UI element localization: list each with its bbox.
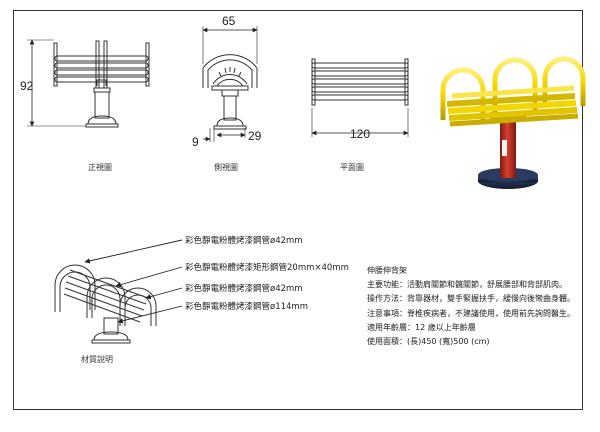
callout-label: 彩色靜電粉體烤漆鋼管ø42mm xyxy=(185,236,303,246)
callout-label: 彩色靜電粉體烤漆矩形鋼管20mm×40mm xyxy=(185,263,349,273)
spec-line: 操作方法：背靠器材，雙手緊握扶手，緩慢向後彎曲身體。 xyxy=(367,294,575,304)
front-view xyxy=(53,40,150,128)
dim-side-base: 29 xyxy=(248,129,262,143)
product-title: 伸腰伸背架 xyxy=(367,266,407,275)
perspective-view xyxy=(54,264,157,344)
plan-view xyxy=(311,58,409,106)
front-height-dimension: 92 xyxy=(20,39,86,127)
dim-side-offset: 9 xyxy=(192,135,199,149)
caption-front-view: 正視圖 xyxy=(88,163,112,172)
spec-line: 主要功能：活動肩關節和髖關節，舒展腰部和背部肌肉。 xyxy=(367,280,567,290)
caption-side-view: 側視圖 xyxy=(214,163,238,172)
side-dimensions: 65 9 29 xyxy=(192,14,262,149)
caption-material: 材質說明 xyxy=(81,355,113,364)
sheet-border xyxy=(13,10,583,410)
dim-plan-length: 120 xyxy=(350,127,370,141)
spec-line: 注意事項：脊椎疾病者，不建議使用，使用前先詢問醫生。 xyxy=(367,308,575,318)
plan-length-dimension: 120 xyxy=(311,108,409,141)
side-view xyxy=(202,54,258,130)
dim-height: 92 xyxy=(20,79,34,93)
spec-line: 使用面積：(長)450 (寬)500 (cm) xyxy=(367,337,490,347)
spec-line: 適用年齡層：12 歲以上年齡層 xyxy=(367,322,476,332)
product-render xyxy=(440,56,586,189)
callout-label: 彩色靜電粉體烤漆鋼管ø114mm xyxy=(185,302,308,312)
callout-label: 彩色靜電粉體烤漆鋼管ø42mm xyxy=(185,284,303,294)
leader-lines xyxy=(84,239,183,324)
caption-plan-view: 平面圖 xyxy=(340,163,364,172)
dim-side-width: 65 xyxy=(222,14,236,28)
product-specs: 伸腰伸背架 主要功能：活動肩關節和髖關節，舒展腰部和背部肌肉。 操作方法：背靠器… xyxy=(367,264,575,349)
